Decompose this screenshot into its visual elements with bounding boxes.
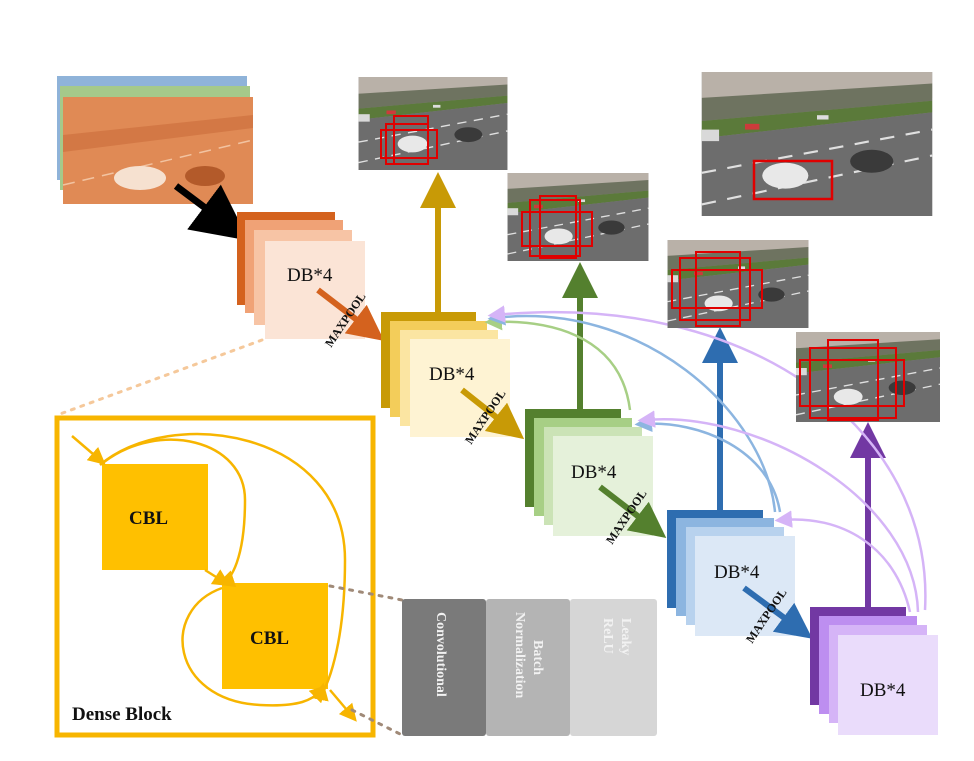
stage-3-label: DB*4 [571, 462, 617, 483]
stage-2-pool-arrow [460, 387, 525, 440]
input-arrow [173, 183, 249, 241]
conv-label: Convolutional [433, 612, 448, 697]
bn-label-line2: Normalization [512, 612, 527, 699]
zoom-line-detail-bottom [350, 708, 402, 736]
blue-skip-curve-2 [634, 414, 782, 513]
detection-image-4 [666, 240, 810, 328]
conv-layer [402, 599, 486, 736]
detection-image-2 [506, 173, 650, 261]
input-image-stack [57, 76, 254, 204]
cbl-bottom-label: CBL [250, 628, 289, 649]
batch-norm-layer [486, 599, 570, 736]
cbl-detail: Convolutional Batch Normalization Leaky … [402, 599, 657, 736]
relu-label-line2: ReLU [600, 618, 615, 654]
stage-5-block: DB*4 [810, 607, 938, 735]
detection-image-5 [795, 332, 941, 422]
bn-label-line1: Batch [530, 640, 545, 675]
dense-block-title: Dense Block [72, 704, 172, 725]
purple-skip-curve-3 [774, 510, 912, 613]
stage-2-label: DB*4 [429, 364, 475, 385]
stage-4-label: DB*4 [714, 562, 760, 583]
stage-1-pool-arrow [316, 287, 385, 341]
zoom-line-detail-top [328, 584, 404, 602]
stage-1-label: DB*4 [287, 265, 333, 286]
cbl-block-bottom [222, 583, 328, 689]
stage-4-pool-arrow [742, 585, 813, 639]
skip-connection-curves [484, 305, 927, 613]
stage-3-pool-arrow [598, 484, 667, 538]
zoom-line-top [58, 338, 264, 416]
cbl-block-top [102, 464, 208, 570]
purple-skip-curve-2 [637, 410, 920, 613]
relu-label-line1: Leaky [618, 618, 633, 655]
detection-image-1 [357, 77, 509, 170]
detection-image-3 [700, 72, 934, 216]
green-skip-curve [484, 312, 632, 411]
blue-skip-curve-1 [487, 308, 777, 513]
cbl-top-label: CBL [129, 508, 168, 529]
dense-block-panel: CBL CBL Dense Block [54, 415, 376, 738]
stage-4-block: DB*4 [667, 510, 795, 636]
stage-5-label: DB*4 [860, 680, 906, 701]
leaky-relu-layer [570, 599, 657, 736]
